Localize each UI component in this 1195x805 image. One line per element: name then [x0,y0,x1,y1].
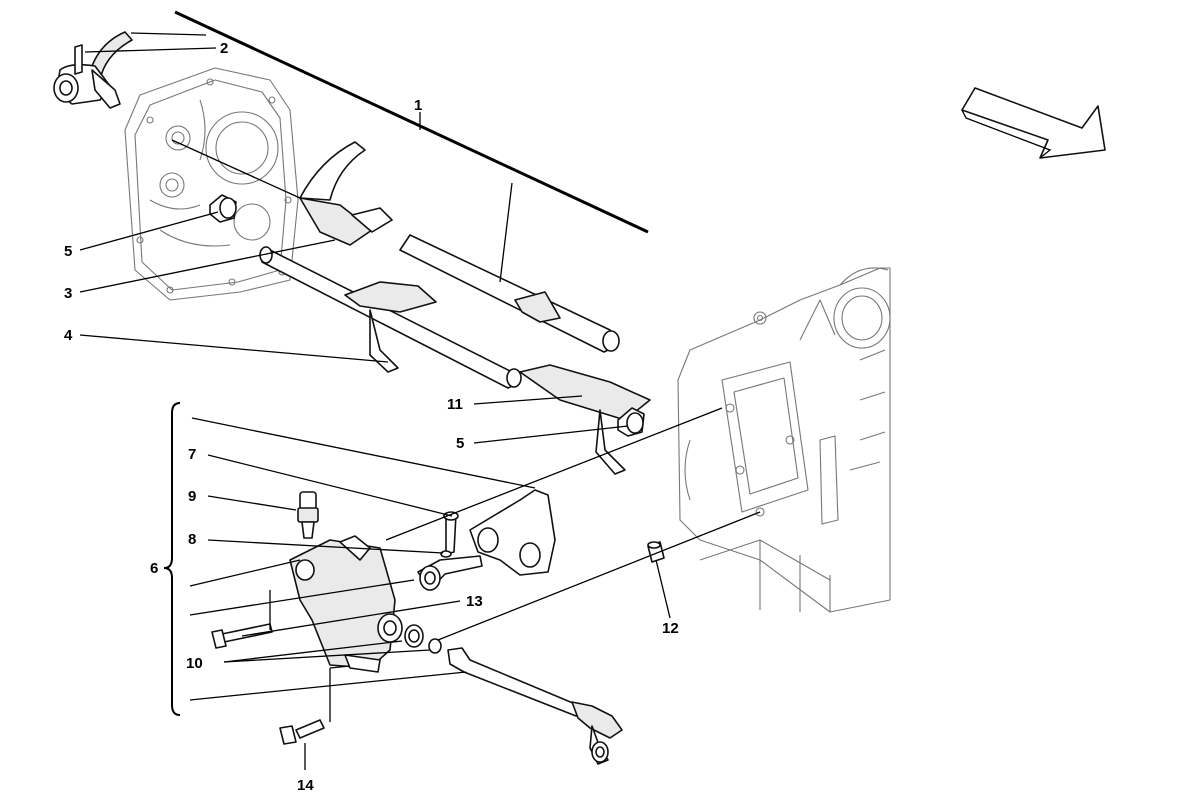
upper-shift-rod [299,141,620,353]
seal-rings [404,624,442,654]
selector-shaft [447,647,623,765]
callout-5-upper: 5 [64,243,73,260]
callout-4: 4 [64,327,73,344]
bush-12 [647,541,665,563]
callout-11: 11 [447,396,463,413]
pin [443,511,459,555]
leader-lines [79,10,761,770]
sensor-switch [297,491,319,539]
callout-13: 13 [466,593,483,610]
clip-washer [440,550,452,558]
selector-lever [469,489,556,576]
callout-5-lower: 5 [456,435,465,452]
direction-arrow [961,87,1106,159]
bolt-14 [279,719,325,745]
callout-7: 7 [188,446,197,463]
callout-6: 6 [150,560,159,577]
callout-9: 9 [188,488,197,505]
gearbox-cover-plate [124,67,299,301]
ball-joint-link [417,555,483,591]
callout-8: 8 [188,531,197,548]
callout-14: 14 [297,777,314,794]
callout-10: 10 [186,655,203,672]
callout-1: 1 [414,97,423,114]
lower-shift-rod [259,246,651,475]
callout-2: 2 [220,40,229,57]
bolt-13 [211,623,273,649]
callout-3: 3 [64,285,73,302]
top-fork [53,31,133,109]
roller-bushing-lower [617,407,645,437]
callout-12: 12 [662,620,679,637]
gearbox-casing [677,267,891,613]
roller-bushing-upper [209,194,237,223]
